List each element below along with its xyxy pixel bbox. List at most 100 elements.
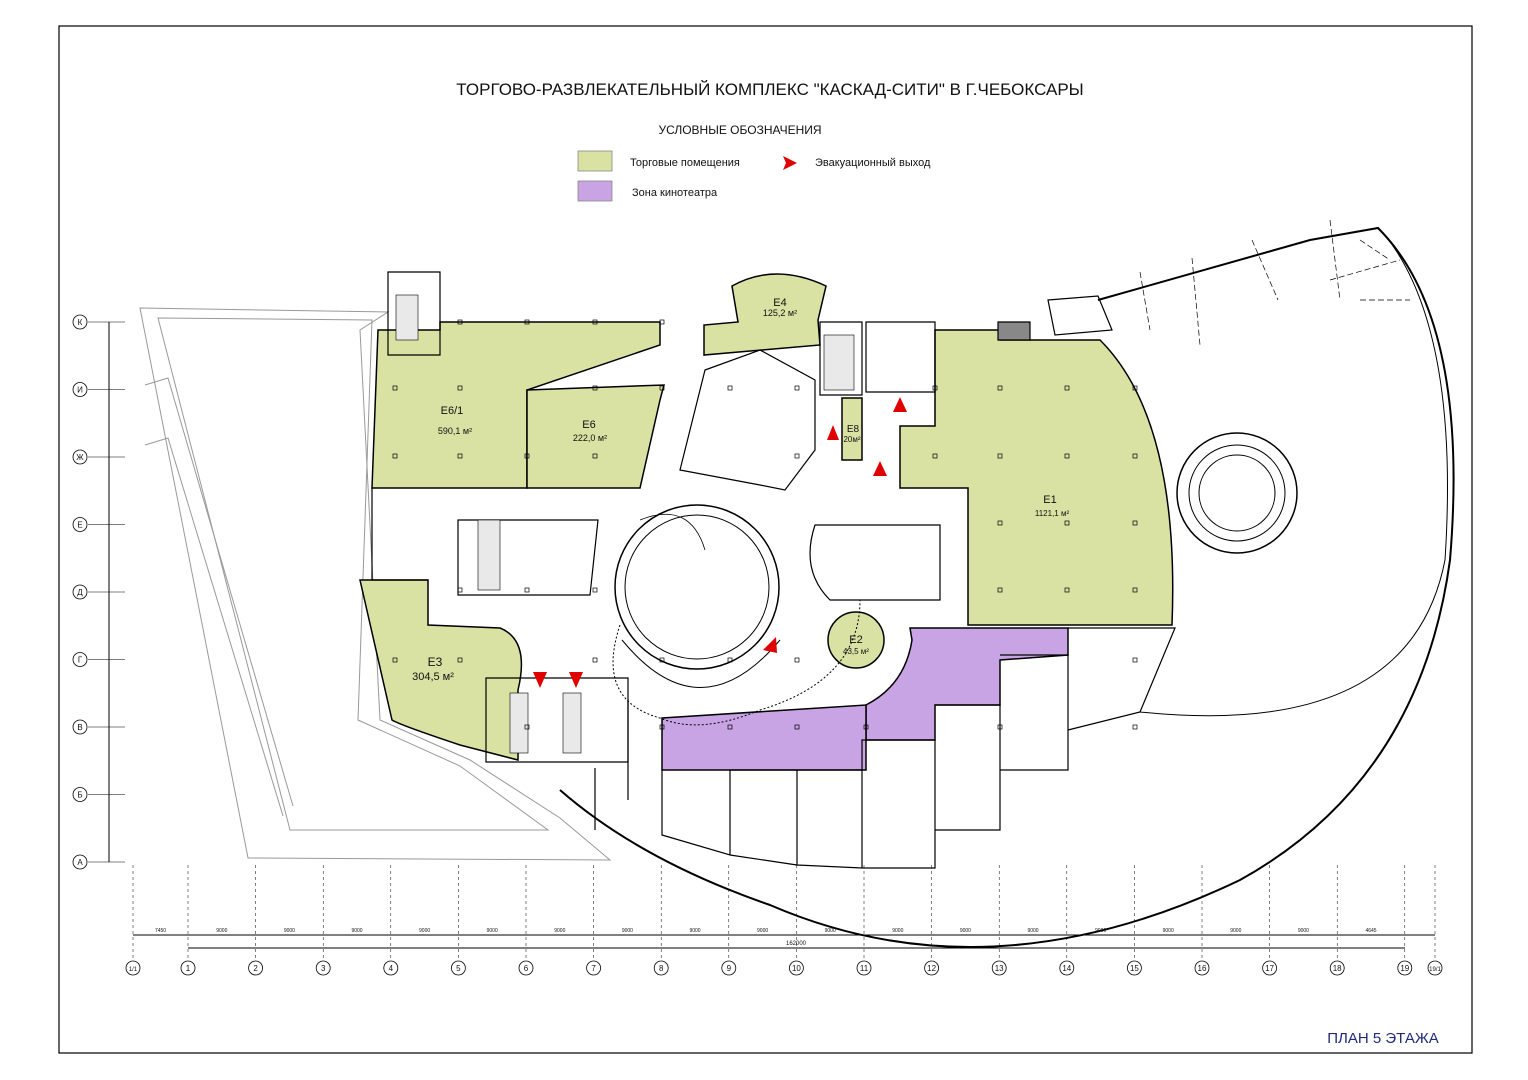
cinema-upper-block[interactable] xyxy=(865,627,1069,741)
cinema-lower-block[interactable] xyxy=(661,704,867,771)
span-dimension: 9000 xyxy=(351,928,362,934)
radial-axis-lines xyxy=(1139,219,1410,346)
row-axis-marker: А xyxy=(72,854,125,870)
span-dimension: 9000 xyxy=(757,928,768,934)
column-axis-marker: 19/1 xyxy=(1427,865,1443,976)
column-point xyxy=(592,453,598,459)
column-axis-marker: 18 xyxy=(1329,865,1345,976)
column-axis-marker: 19 xyxy=(1397,865,1413,976)
evacuation-exits xyxy=(533,397,907,688)
sheet-frame xyxy=(58,25,1473,1054)
column-axis-marker: 9 xyxy=(721,865,737,976)
column-axis-label: 8 xyxy=(659,964,664,973)
row-axis-marker: Е xyxy=(72,517,125,532)
row-axis-label: Б xyxy=(77,791,82,800)
unit-labels: E6/1 590,1 м² E6 222,0 м² E4 125,2 м² E8… xyxy=(412,297,1069,683)
unit-e3-area: 304,5 м² xyxy=(412,671,454,683)
column-point xyxy=(863,724,869,730)
column-point xyxy=(659,385,665,391)
column-point xyxy=(1064,385,1070,391)
column-axis-label: 19/1 xyxy=(1429,967,1441,973)
column-point xyxy=(392,453,398,459)
column-point xyxy=(727,385,733,391)
row-axis-label: Е xyxy=(77,521,82,530)
column-point xyxy=(997,587,1003,593)
legend-cinema-swatch xyxy=(577,180,613,202)
interior-walls xyxy=(371,271,1176,869)
central-atrium xyxy=(612,504,861,726)
column-point xyxy=(727,724,733,730)
exit-arrow-icon xyxy=(873,461,887,476)
column-point xyxy=(457,587,463,593)
column-axis-marker: 14 xyxy=(1059,865,1075,976)
column-point xyxy=(592,385,598,391)
column-axis-marker: 1/1 xyxy=(125,865,141,976)
column-axis-label: 2 xyxy=(253,964,258,973)
span-dimension: 9000 xyxy=(1163,928,1174,934)
column-axis-label: 7 xyxy=(591,964,596,973)
column-axis-label: 6 xyxy=(524,964,529,973)
legend: УСЛОВНЫЕ ОБОЗНАЧЕНИЯ Торговые помещения … xyxy=(577,123,931,202)
unit-e6[interactable] xyxy=(526,384,665,489)
span-dimension: 9000 xyxy=(1095,928,1106,934)
column-axis-marker: 3 xyxy=(315,865,331,976)
row-axis-label: К xyxy=(78,318,83,327)
column-axis-marker: 16 xyxy=(1194,865,1210,976)
column-axis-marker: 5 xyxy=(450,865,466,976)
span-dimension: 9000 xyxy=(1230,928,1241,934)
span-dimension: 9000 xyxy=(825,928,836,934)
column-axis-label: 1 xyxy=(186,964,191,973)
column-point xyxy=(794,724,800,730)
column-axis-marker: 10 xyxy=(789,865,804,976)
column-point xyxy=(1064,587,1070,593)
legend-retail-label: Торговые помещения xyxy=(630,157,740,169)
column-axis-label: 14 xyxy=(1062,964,1071,973)
column-point xyxy=(457,319,463,325)
column-point xyxy=(997,520,1003,526)
unit-e1[interactable] xyxy=(899,329,1174,626)
column-axis-marker: 1 xyxy=(180,865,196,976)
column-point xyxy=(1132,385,1138,391)
column-point xyxy=(794,657,800,663)
column-point xyxy=(592,319,598,325)
span-dimension: 9000 xyxy=(554,928,565,934)
unit-e2-area: 43,5 м² xyxy=(843,647,869,656)
column-axis-label: 5 xyxy=(456,964,461,973)
column-point xyxy=(524,453,530,459)
unit-e3[interactable] xyxy=(359,579,523,761)
exit-arrow-icon xyxy=(763,637,777,653)
column-axis-marker: 6 xyxy=(518,865,534,976)
cinema-zone xyxy=(661,627,1069,771)
column-point xyxy=(659,657,665,663)
column-point xyxy=(457,453,463,459)
unit-e4[interactable] xyxy=(703,273,827,356)
column-axis-label: 4 xyxy=(389,964,394,973)
terrace-outline xyxy=(139,307,612,861)
row-axis-label: В xyxy=(77,723,82,732)
column-point xyxy=(524,319,530,325)
row-axis-marker: Г xyxy=(72,652,125,667)
column-axis-marker: 15 xyxy=(1127,865,1142,976)
span-dimension: 9000 xyxy=(622,928,633,934)
column-point xyxy=(1132,520,1138,526)
exit-arrow-icon xyxy=(569,672,583,688)
column-point xyxy=(392,657,398,663)
column-point xyxy=(659,724,665,730)
column-point xyxy=(997,724,1003,730)
unit-e8[interactable] xyxy=(841,397,863,461)
column-point xyxy=(997,385,1003,391)
column-axis-marker: 4 xyxy=(383,865,399,976)
column-axis-label: 1/1 xyxy=(129,967,138,973)
plan-title: ТОРГОВО-РАЗВЛЕКАТЕЛЬНЫЙ КОМПЛЕКС "КАСКАД… xyxy=(456,80,1083,99)
column-axis-label: 13 xyxy=(995,964,1004,973)
column-point xyxy=(1132,724,1138,730)
column-axis-label: 3 xyxy=(321,964,326,973)
rotunda xyxy=(1176,432,1298,554)
unit-e2[interactable] xyxy=(827,611,885,669)
escalators xyxy=(395,294,855,754)
column-point xyxy=(457,657,463,663)
unit-e4-id: E4 xyxy=(773,297,786,309)
unit-e1-id: E1 xyxy=(1043,494,1056,506)
